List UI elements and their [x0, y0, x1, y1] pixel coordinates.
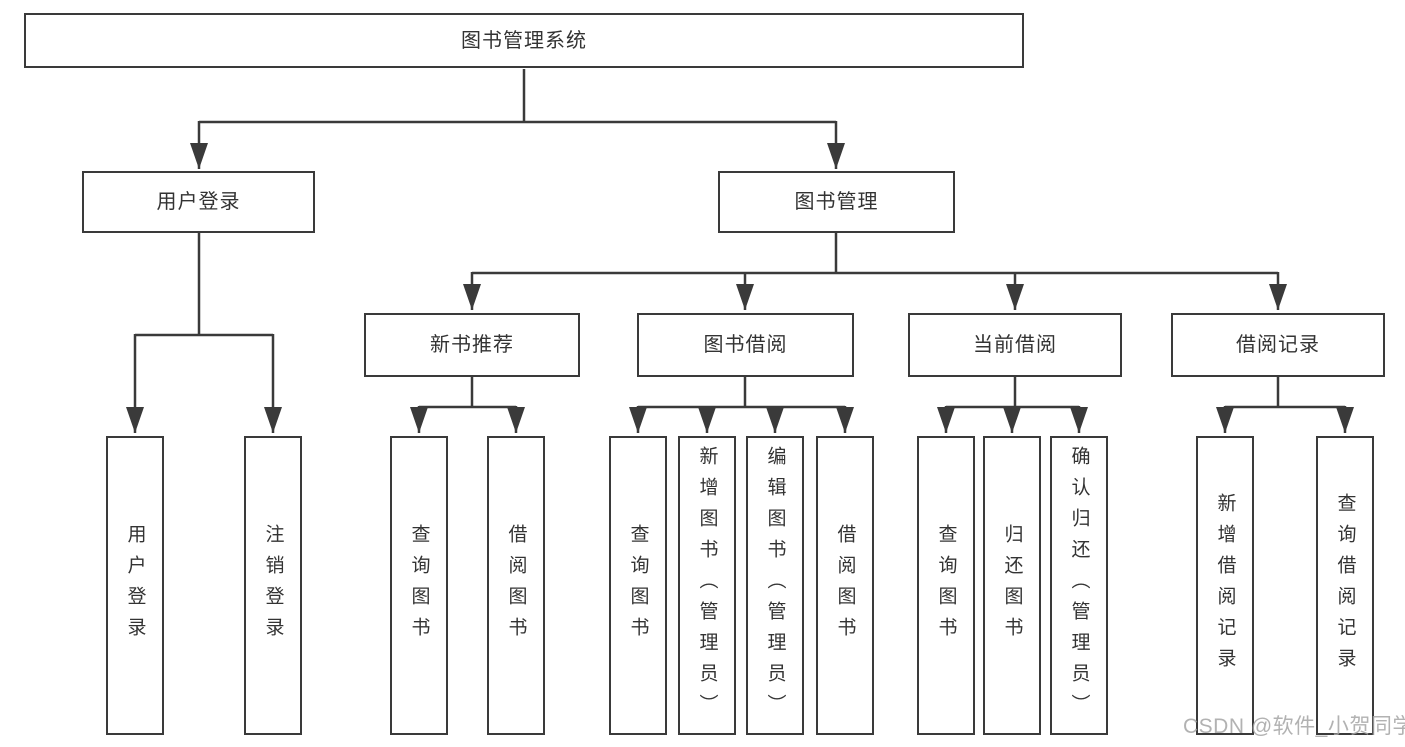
node-book-management-label: 图书管理 — [794, 191, 879, 213]
node-new-book-recommend-label: 新书推荐 — [430, 334, 514, 356]
node-book-management: 图书管理 — [718, 171, 955, 233]
leaf-confirm-return-admin-label: 确认归还（管理员） — [1068, 446, 1090, 725]
leaf-edit-books-admin: 编辑图书（管理员） — [746, 436, 804, 735]
leaf-return-books: 归还图书 — [983, 436, 1041, 735]
node-root-label: 图书管理系统 — [461, 29, 587, 52]
node-book-borrowing-label: 图书借阅 — [703, 334, 788, 356]
leaf-query-borrow-record-label: 查询借阅记录 — [1334, 492, 1356, 679]
leaf-query-books-3: 查询图书 — [917, 436, 975, 735]
node-current-borrowing: 当前借阅 — [908, 313, 1122, 377]
leaf-user-login-label: 用户登录 — [124, 523, 146, 648]
node-current-borrowing-label: 当前借阅 — [973, 334, 1057, 356]
leaf-add-books-admin-label: 新增图书（管理员） — [696, 446, 718, 725]
node-root-library-system: 图书管理系统 — [24, 13, 1024, 68]
leaf-query-books-2-label: 查询图书 — [627, 523, 649, 648]
node-book-borrowing: 图书借阅 — [637, 313, 854, 377]
node-user-login: 用户登录 — [82, 171, 315, 233]
leaf-query-books-1-label: 查询图书 — [408, 523, 430, 648]
leaf-borrow-books-2: 借阅图书 — [816, 436, 874, 735]
leaf-confirm-return-admin: 确认归还（管理员） — [1050, 436, 1108, 735]
leaf-query-books-1: 查询图书 — [390, 436, 448, 735]
leaf-add-borrow-record-label: 新增借阅记录 — [1214, 492, 1236, 679]
leaf-query-books-2: 查询图书 — [609, 436, 667, 735]
node-new-book-recommend: 新书推荐 — [364, 313, 580, 377]
leaf-query-borrow-record: 查询借阅记录 — [1316, 436, 1374, 735]
leaf-logout: 注销登录 — [244, 436, 302, 735]
leaf-add-borrow-record: 新增借阅记录 — [1196, 436, 1254, 735]
leaf-borrow-books-2-label: 借阅图书 — [834, 523, 856, 648]
node-borrowing-records: 借阅记录 — [1171, 313, 1385, 377]
leaf-query-books-3-label: 查询图书 — [935, 523, 957, 648]
leaf-logout-label: 注销登录 — [262, 523, 284, 648]
csdn-watermark: CSDN @软件_小贺同学 — [1183, 715, 1405, 738]
leaf-borrow-books-1: 借阅图书 — [487, 436, 545, 735]
leaf-return-books-label: 归还图书 — [1001, 523, 1023, 648]
leaf-edit-books-admin-label: 编辑图书（管理员） — [764, 446, 786, 725]
leaf-user-login: 用户登录 — [106, 436, 164, 735]
node-borrowing-records-label: 借阅记录 — [1236, 334, 1320, 356]
leaf-add-books-admin: 新增图书（管理员） — [678, 436, 736, 735]
node-user-login-label: 用户登录 — [156, 191, 241, 213]
leaf-borrow-books-1-label: 借阅图书 — [505, 523, 527, 648]
